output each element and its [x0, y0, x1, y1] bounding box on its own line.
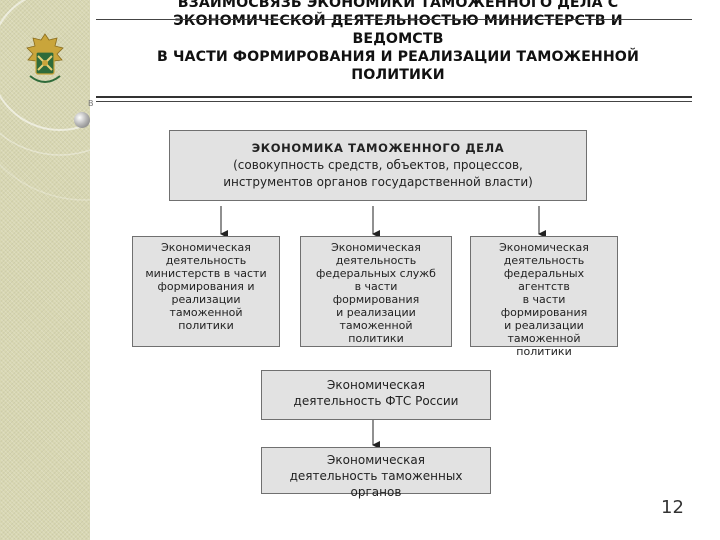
title-line: ЭКОНОМИЧЕСКОЙ ДЕЯТЕЛЬНОСТЬЮ МИНИСТЕРСТВ …: [173, 13, 623, 29]
box-line: деятельность: [165, 254, 247, 267]
box-line: формирования и: [157, 280, 255, 293]
decor-letter: B: [88, 99, 94, 108]
box-line: политики: [178, 319, 234, 332]
box-line: формирования: [332, 293, 420, 306]
box-line: реализации: [171, 293, 241, 306]
box-line: агентств: [518, 280, 570, 293]
box-line: деятельность таможенных: [289, 469, 463, 483]
box-line: (совокупность средств, объектов, процесс…: [233, 158, 523, 172]
decorative-arcs: [0, 0, 180, 201]
box-line: и реализации: [504, 319, 584, 332]
box-line: федеральных служб: [316, 267, 436, 280]
title-line: ВЕДОМСТВ: [352, 31, 444, 47]
box-customs-economics: ЭКОНОМИКА ТАМОЖЕННОГО ДЕЛА (совокупность…: [169, 130, 587, 201]
box-line: деятельность ФТС России: [293, 394, 459, 408]
title-line: ВЗАИМОСВЯЗЬ ЭКОНОМИКИ ТАМОЖЕННОГО ДЕЛА С: [177, 0, 619, 11]
box-line: Экономическая: [499, 241, 589, 254]
box-line: политики: [516, 345, 572, 358]
box-heading: ЭКОНОМИКА ТАМОЖЕННОГО ДЕЛА: [251, 141, 505, 155]
box-federal-agencies: Экономическая деятельность федеральных а…: [470, 236, 618, 358]
box-line: таможенной: [507, 332, 581, 345]
decorative-side-strip: [0, 0, 90, 540]
box-line: и реализации: [336, 306, 416, 319]
slide-title: ВЗАИМОСВЯЗЬ ЭКОНОМИКИ ТАМОЖЕННОГО ДЕЛА С…: [92, 0, 704, 84]
box-customs-authorities: Экономическая деятельность таможенных ор…: [261, 447, 491, 499]
box-line: Экономическая: [161, 241, 251, 254]
box-line: Экономическая: [327, 378, 425, 392]
box-ministries: Экономическая деятельность министерств в…: [132, 236, 280, 347]
box-line: таможенной: [339, 319, 413, 332]
title-divider-bottom-thin: [96, 101, 692, 102]
box-fts-russia: Экономическая деятельность ФТС России: [261, 370, 491, 420]
title-divider-bottom-thick: [96, 96, 692, 98]
box-federal-services: Экономическая деятельность федеральных с…: [300, 236, 452, 347]
decorative-bullet-icon: [74, 112, 90, 128]
box-line: таможенной: [169, 306, 243, 319]
box-line: формирования: [500, 306, 588, 319]
box-line: министерств в части: [145, 267, 267, 280]
box-line: в части: [354, 280, 398, 293]
title-line: В ЧАСТИ ФОРМИРОВАНИЯ И РЕАЛИЗАЦИИ ТАМОЖЕ…: [157, 49, 639, 65]
box-line: органов: [350, 485, 402, 499]
box-line: федеральных: [503, 267, 585, 280]
box-line: деятельность: [335, 254, 417, 267]
box-line: инструментов органов государственной вла…: [223, 175, 533, 189]
box-line: политики: [348, 332, 404, 345]
title-line: ПОЛИТИКИ: [351, 67, 445, 83]
box-line: деятельность: [503, 254, 585, 267]
box-line: в части: [522, 293, 566, 306]
page-number: 12: [661, 497, 684, 518]
title-divider-top: [96, 19, 692, 20]
box-line: Экономическая: [331, 241, 421, 254]
box-line: Экономическая: [327, 453, 425, 467]
customs-emblem-icon: [26, 33, 64, 83]
